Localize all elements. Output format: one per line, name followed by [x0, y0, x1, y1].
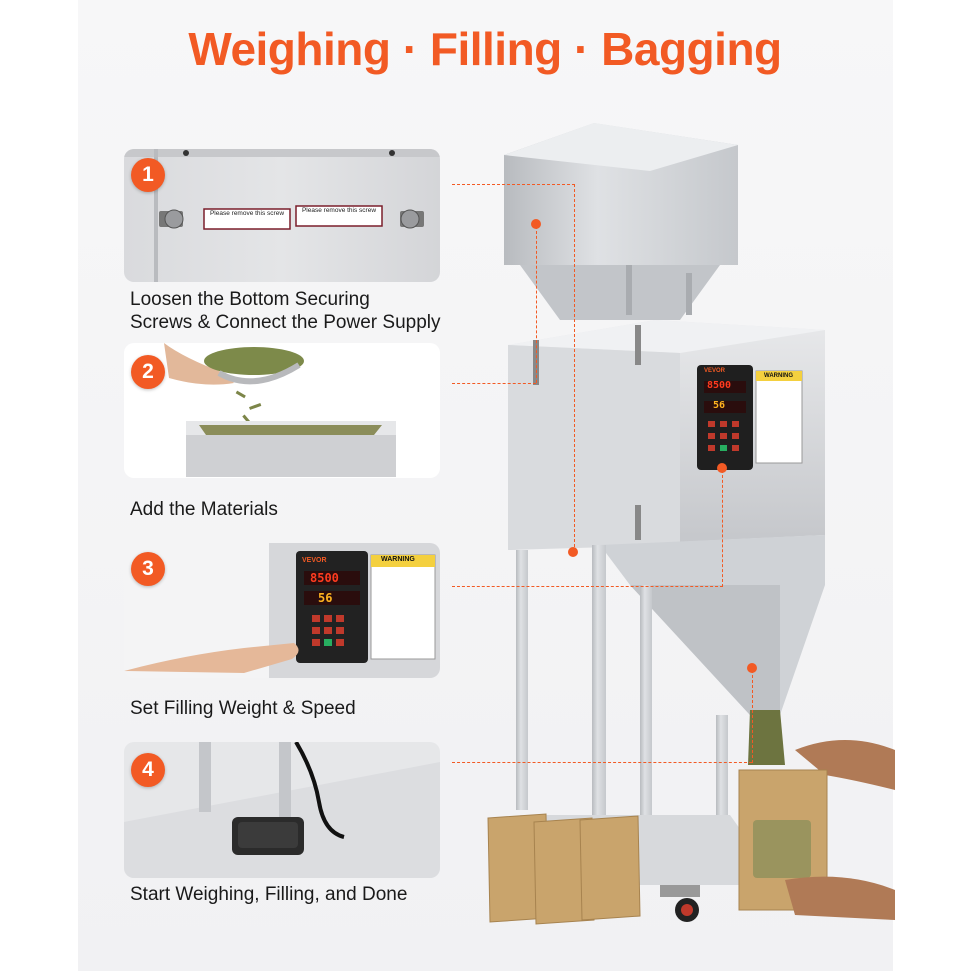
step-2-image — [124, 343, 440, 478]
guide-line-1-vertical — [574, 184, 575, 552]
step-3-brand: VEVOR — [302, 557, 327, 564]
guide-dot-3 — [717, 463, 727, 473]
screw-sticker-text: Please remove this screw — [209, 210, 285, 217]
step-2-badge: 2 — [131, 355, 165, 389]
step-2-caption: Add the Materials — [130, 499, 278, 520]
step-1-caption: Loosen the Bottom Securing Screws & Conn… — [130, 288, 441, 334]
machine-speed-display: 56 — [713, 400, 726, 411]
machine-warning: WARNING — [764, 373, 793, 379]
guide-line-2-vertical — [536, 226, 537, 383]
guide-line-3 — [452, 586, 723, 587]
step-4-badge: 4 — [131, 753, 165, 787]
step-1-image — [124, 149, 440, 282]
step-3-caption: Set Filling Weight & Speed — [130, 698, 356, 719]
kraft-bags-illustration — [486, 810, 656, 925]
screw-sticker-text-2: Please remove this screw — [301, 207, 377, 214]
guide-dot-1 — [568, 547, 578, 557]
step-3-weight-display: 8500 — [310, 571, 339, 585]
step-4-image — [124, 742, 440, 878]
guide-line-4 — [452, 762, 752, 763]
hands-with-bag-illustration — [735, 730, 895, 920]
guide-dot-4 — [747, 663, 757, 673]
step-1-badge: 1 — [131, 158, 165, 192]
step-4-caption: Start Weighing, Filling, and Done — [130, 884, 408, 905]
page-title: Weighing · Filling · Bagging — [188, 23, 782, 75]
guide-line-1 — [452, 184, 575, 185]
step-1-caption-line2: Screws & Connect the Power Supply — [130, 312, 441, 333]
guide-line-4-vertical — [752, 670, 753, 763]
guide-dot-2 — [531, 219, 541, 229]
guide-line-2 — [452, 383, 536, 384]
machine-brand: VEVOR — [704, 368, 726, 374]
step-3-warning: WARNING — [381, 556, 415, 563]
step-1-caption-line1: Loosen the Bottom Securing — [130, 289, 370, 310]
machine-weight-display: 8500 — [707, 380, 732, 391]
guide-line-3-vertical — [722, 470, 723, 587]
step-3-speed-display: 56 — [318, 591, 333, 605]
step-3-image — [124, 543, 440, 678]
step-3-badge: 3 — [131, 552, 165, 586]
